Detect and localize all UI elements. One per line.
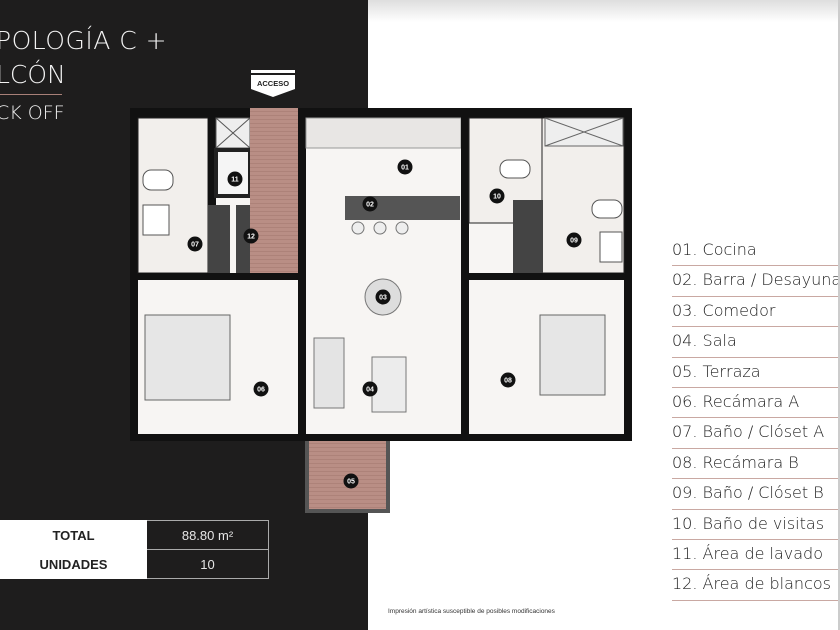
room-marker bbox=[362, 381, 378, 397]
room-marker bbox=[243, 228, 259, 244]
legend-item: 07. Baño / Clóset A bbox=[672, 418, 840, 449]
room-marker bbox=[489, 188, 505, 204]
room-marker-label: 08 bbox=[504, 378, 512, 385]
room-marker bbox=[566, 232, 582, 248]
legend-item: 04. Sala bbox=[672, 327, 840, 358]
room-marker-label: 12 bbox=[247, 234, 255, 241]
room-marker-label: 06 bbox=[257, 387, 265, 394]
room-marker-label: 04 bbox=[366, 387, 374, 394]
legend-item: 09. Baño / Clóset B bbox=[672, 479, 840, 510]
legend-item: 12. Área de blancos bbox=[672, 570, 840, 601]
room-marker-label: 10 bbox=[493, 194, 501, 201]
legend-item: 11. Área de lavado bbox=[672, 540, 840, 571]
room-marker-label: 03 bbox=[379, 295, 387, 302]
room-marker-label: 09 bbox=[570, 238, 578, 245]
title-line-2: LCÓN bbox=[0, 60, 66, 89]
hall-wood-floor bbox=[250, 108, 298, 273]
disclaimer: Impresión artística susceptible de posib… bbox=[388, 608, 555, 615]
top-shade bbox=[368, 0, 840, 22]
stat-value: 10 bbox=[146, 549, 269, 579]
stat-label: UNIDADES bbox=[0, 549, 147, 579]
room-marker bbox=[500, 372, 516, 388]
room-marker bbox=[187, 236, 203, 252]
stat-label: TOTAL bbox=[0, 520, 147, 550]
room-marker bbox=[343, 473, 359, 489]
room-marker bbox=[397, 159, 413, 175]
title-divider bbox=[0, 94, 62, 95]
right-edge bbox=[838, 0, 840, 630]
legend-item: 02. Barra / Desayunador bbox=[672, 266, 840, 297]
room-marker-label: 02 bbox=[366, 202, 374, 209]
legend-item: 08. Recámara B bbox=[672, 449, 840, 480]
access-label: ACCESO bbox=[256, 79, 290, 88]
stat-value: 88.80 m² bbox=[146, 520, 269, 550]
title-line-1: POLOGÍA C + bbox=[0, 26, 168, 55]
legend-item: 03. Comedor bbox=[672, 297, 840, 328]
legend-item: 10. Baño de visitas bbox=[672, 510, 840, 540]
legend-item: 05. Terraza bbox=[672, 358, 840, 388]
room-marker-label: 07 bbox=[191, 242, 199, 249]
subtitle: CK OFF bbox=[0, 102, 65, 124]
room-marker bbox=[253, 381, 269, 397]
room-marker-label: 11 bbox=[231, 177, 239, 184]
legend-item: 06. Recámara A bbox=[672, 388, 840, 419]
room-marker bbox=[375, 289, 391, 305]
legend-item: 01. Cocina bbox=[672, 236, 840, 267]
room-marker bbox=[362, 196, 378, 212]
room-marker bbox=[227, 171, 243, 187]
room-marker-label: 05 bbox=[347, 479, 355, 486]
room-marker-label: 01 bbox=[401, 165, 409, 172]
access-marker: ACCESO bbox=[251, 70, 295, 98]
